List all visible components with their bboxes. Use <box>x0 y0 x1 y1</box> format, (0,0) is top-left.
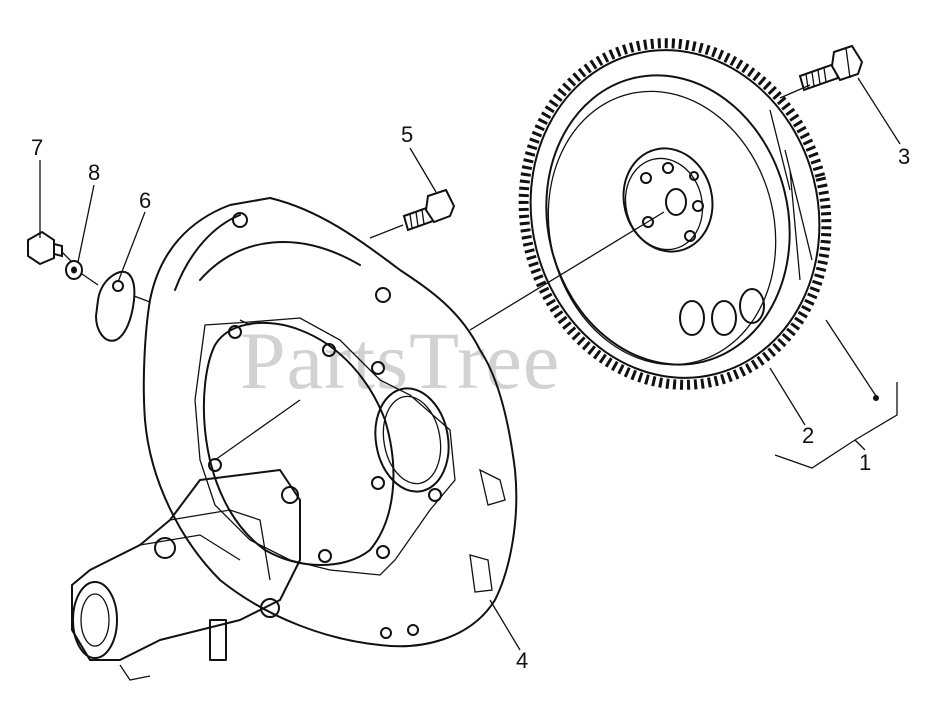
callout-2[interactable]: 2 <box>802 423 814 448</box>
callout-5[interactable]: 5 <box>401 122 413 147</box>
leader-lines <box>39 77 901 651</box>
starter-motor <box>71 469 301 681</box>
callout-3[interactable]: 3 <box>898 144 910 169</box>
flywheel-ring-gear[interactable] <box>488 11 862 417</box>
callout-4[interactable]: 4 <box>516 648 528 673</box>
callout-8[interactable]: 8 <box>88 160 100 185</box>
watermark-text: PartsTree <box>240 315 560 406</box>
flywheel-bolt[interactable] <box>798 44 864 92</box>
plug-bolt[interactable] <box>27 230 63 266</box>
housing-bolt[interactable] <box>402 188 456 232</box>
assembly-axis-lines <box>61 84 811 461</box>
callout-6[interactable]: 6 <box>139 188 151 213</box>
callout-7[interactable]: 7 <box>31 135 43 160</box>
washer[interactable] <box>65 260 83 280</box>
cover-plate[interactable] <box>95 270 136 342</box>
callout-1[interactable]: 1 <box>859 450 871 475</box>
flywheel-housing[interactable] <box>142 197 518 648</box>
